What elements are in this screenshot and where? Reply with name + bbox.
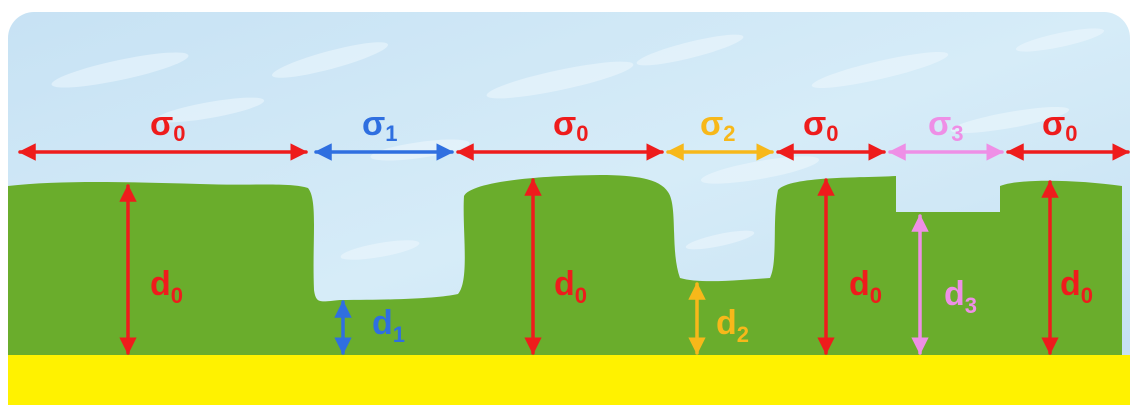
substrate-layer xyxy=(8,355,1130,405)
